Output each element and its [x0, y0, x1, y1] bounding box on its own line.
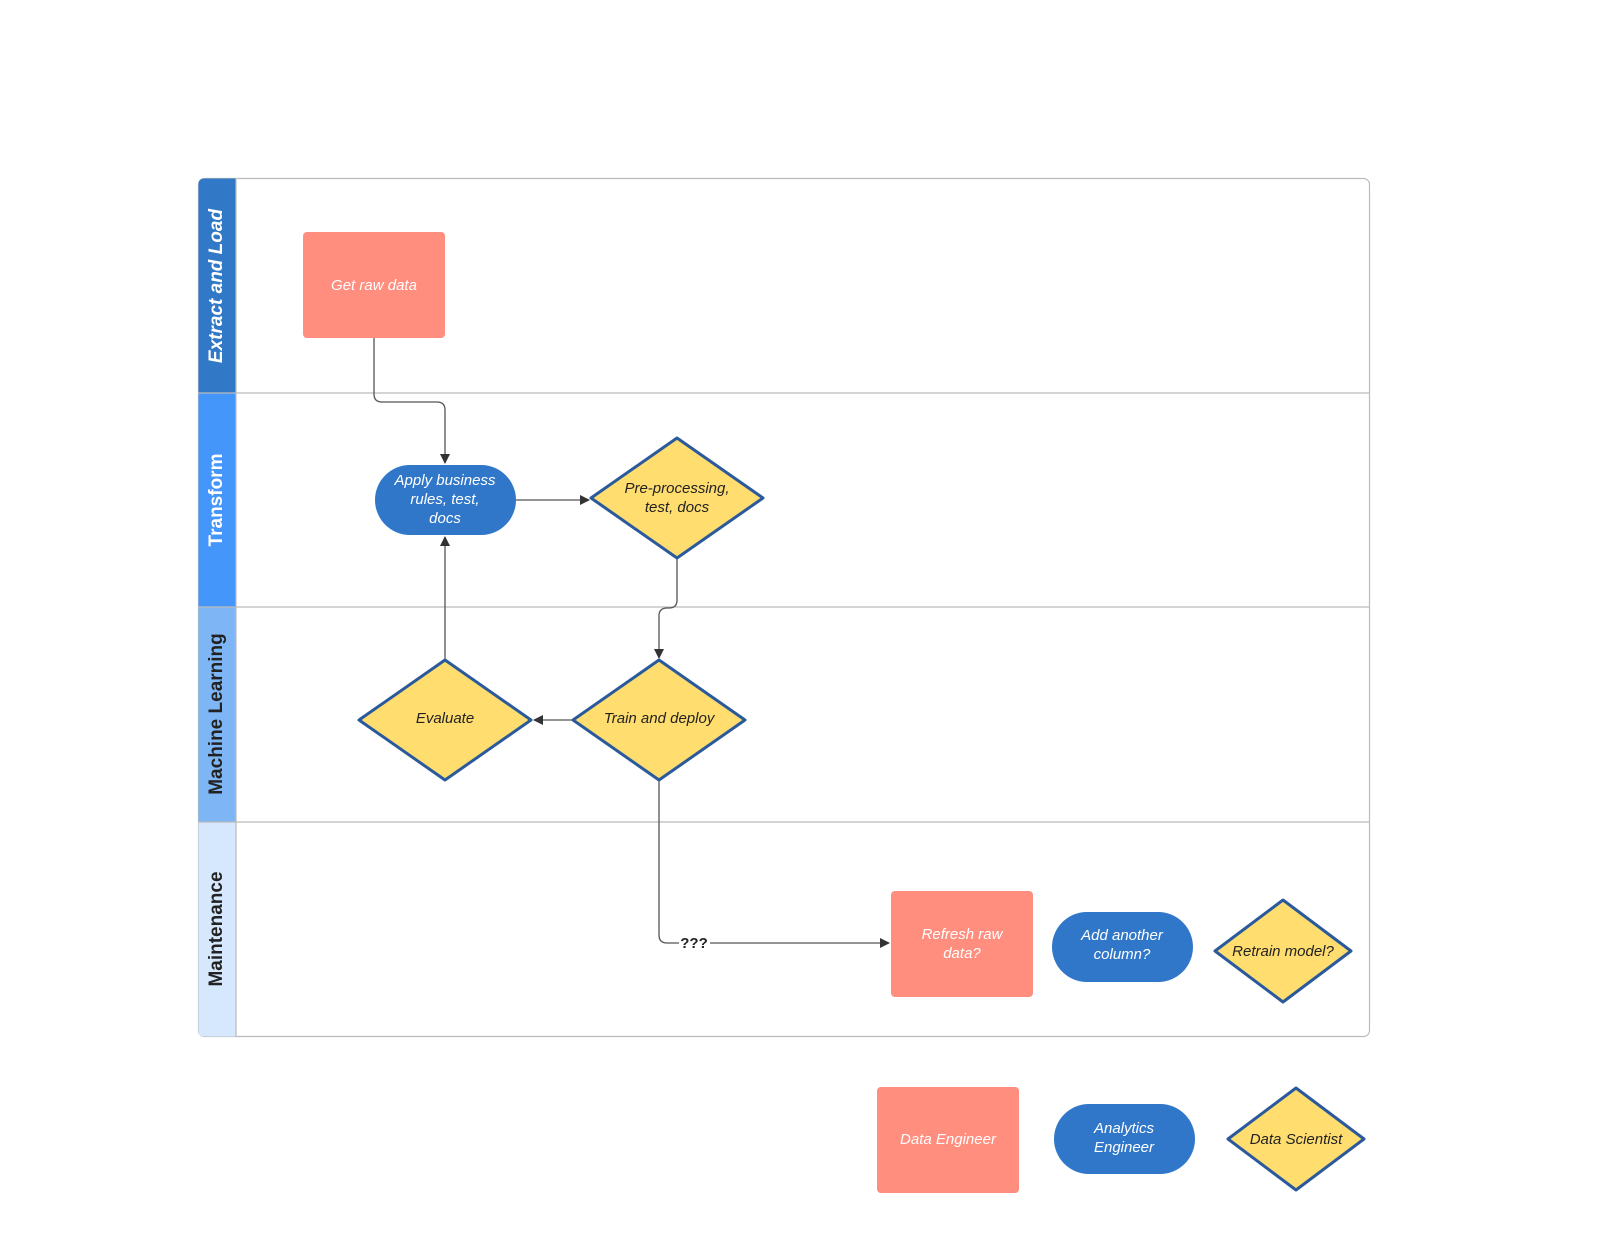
lane-title-transform: Transform — [206, 454, 227, 547]
node-add-another-column[interactable]: Add another column? — [1052, 912, 1193, 982]
node-label: Train and deploy — [604, 710, 716, 727]
node-preprocessing[interactable]: Pre-processing, test, docs — [589, 436, 765, 560]
legend-data-scientist: Data Scientist — [1226, 1086, 1366, 1192]
node-label: Pre-processing, — [624, 480, 729, 497]
legend-label: Data Engineer — [900, 1131, 997, 1148]
node-get-raw-data[interactable]: Get raw data — [303, 232, 445, 338]
legend-data-engineer: Data Engineer — [877, 1087, 1019, 1193]
connector-label: ??? — [680, 935, 708, 952]
lane-header-transform — [198, 393, 236, 607]
node-label: docs — [429, 510, 461, 527]
node-label: data? — [943, 945, 981, 962]
connector-get-to-apply[interactable] — [373, 338, 450, 464]
node-label: test, docs — [645, 499, 710, 516]
legend-analytics-engineer: Analytics Engineer — [1054, 1104, 1195, 1174]
node-label: Evaluate — [416, 710, 474, 727]
node-retrain-model[interactable]: Retrain model? — [1213, 898, 1353, 1004]
node-label: Refresh raw — [922, 926, 1004, 943]
lane-header-ml — [198, 607, 236, 822]
node-evaluate[interactable]: Evaluate — [357, 658, 533, 782]
lane-title-extract: Extract and Load — [206, 209, 227, 364]
legend-label: Engineer — [1094, 1139, 1155, 1156]
connector-label-bg — [679, 933, 710, 951]
node-train-and-deploy[interactable]: Train and deploy — [571, 658, 747, 782]
connector-train-to-refresh[interactable] — [658, 781, 890, 948]
node-apply-business-rules[interactable]: Apply business rules, test, docs — [375, 465, 516, 535]
lane-title-maintenance: Maintenance — [206, 871, 227, 986]
node-label: column? — [1094, 946, 1151, 963]
lane-title-ml: Machine Learning — [206, 633, 227, 795]
node-label: Add another — [1080, 927, 1164, 944]
connector-preprocessing-to-train[interactable] — [654, 559, 678, 659]
lane-header-extract — [198, 178, 236, 393]
node-label: Get raw data — [331, 277, 417, 294]
node-label: Retrain model? — [1232, 943, 1334, 960]
legend-label: Analytics — [1093, 1120, 1155, 1137]
legend-label: Data Scientist — [1250, 1131, 1343, 1148]
node-refresh-raw-data[interactable]: Refresh raw data? — [891, 891, 1033, 997]
node-label: rules, test, — [410, 491, 479, 508]
node-label: Apply business — [394, 472, 496, 489]
lane-header-maintenance — [198, 822, 236, 1037]
